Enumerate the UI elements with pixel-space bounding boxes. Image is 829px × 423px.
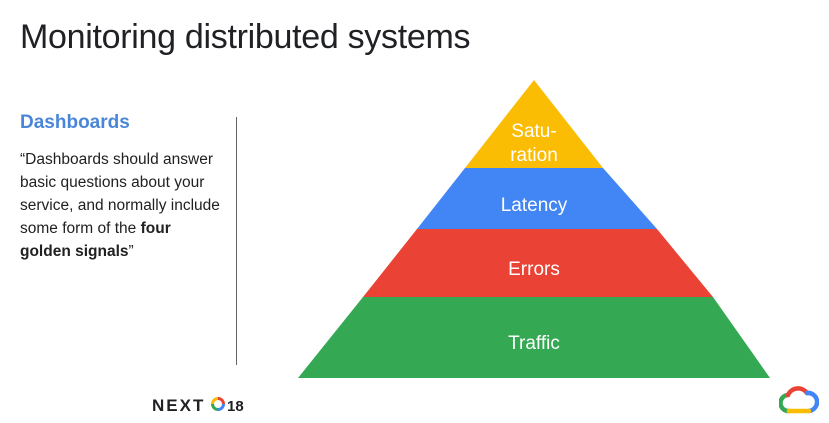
section-heading: Dashboards (20, 112, 130, 133)
next18-logo: NEXT 18 (152, 396, 244, 415)
pyramid-level-latency (417, 168, 657, 229)
next-logo-o-icon (211, 397, 225, 411)
quote-text-end: ” (128, 243, 134, 260)
vertical-divider (236, 117, 237, 365)
slide-title: Monitoring distributed systems (20, 18, 471, 56)
dashboards-panel: Dashboards “Dashboards should answer bas… (20, 112, 220, 263)
quote-text-start: “Dashboards should answer basic question… (20, 151, 220, 237)
next-logo-year: 18 (227, 398, 244, 415)
quote-text-bold: four golden signals (20, 220, 171, 260)
pyramid-label-latency: Latency (501, 195, 568, 216)
google-cloud-icon (779, 386, 819, 414)
pyramid-label-errors: Errors (508, 259, 560, 280)
pyramid-level-saturation (465, 80, 603, 168)
pyramid-level-errors (363, 229, 713, 297)
pyramid-label-traffic: Traffic (508, 333, 560, 354)
pyramid-level-traffic (298, 297, 770, 378)
dashboards-quote: “Dashboards should answer basic question… (20, 148, 220, 263)
next-logo-text: NEXT (152, 396, 205, 415)
pyramid-label-saturation-2: ration (510, 145, 558, 166)
pyramid-label-saturation-1: Satu- (511, 121, 556, 142)
